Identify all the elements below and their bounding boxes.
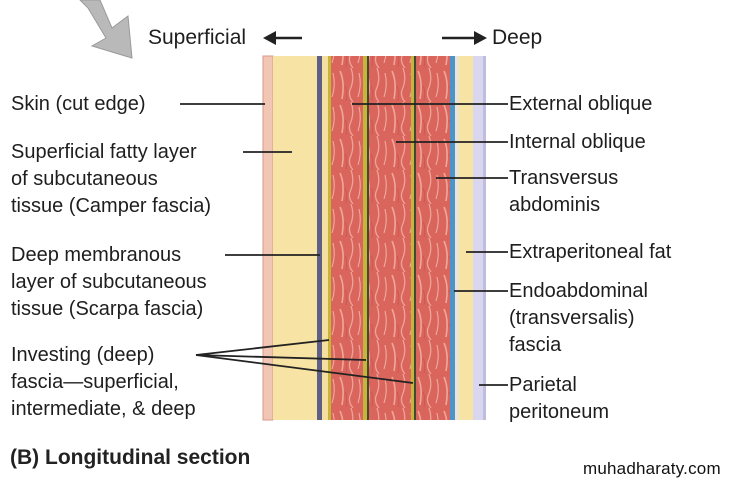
label-extraperitoneal-fat: Extraperitoneal fat [509, 241, 672, 263]
deep-label: Deep [492, 26, 543, 49]
parietal-peritoneum-layer [473, 56, 483, 420]
intermediate-investing-fascia [363, 56, 367, 420]
label-parietal-line1: Parietal [509, 374, 577, 396]
label-scarpa-line3: tissue (Scarpa fascia) [11, 298, 204, 320]
superficial-investing-fascia [328, 56, 331, 420]
label-endoabdominal-line1: Endoabdominal [509, 280, 648, 302]
label-endoabdominal-line2: (transversalis) [509, 307, 635, 329]
label-investing-line3: intermediate, & deep [11, 398, 196, 420]
label-camper-line1: Superficial fatty layer [11, 141, 197, 163]
deep-investing-fascia [411, 56, 414, 420]
label-internal-oblique: Internal oblique [509, 131, 646, 153]
peritoneum-edge [483, 56, 486, 420]
transversus-abdominis-muscle [416, 56, 450, 420]
deep-arrow-icon [442, 31, 487, 45]
intermediate-dark-line [367, 56, 369, 420]
label-scarpa-line1: Deep membranous [11, 244, 182, 266]
camper-fatty-layer [273, 56, 317, 420]
view-direction-arrow-icon [79, 0, 133, 59]
extraperitoneal-fat-layer [459, 56, 473, 420]
label-camper-line3: tissue (Camper fascia) [11, 195, 212, 217]
leader-investing-1 [195, 339, 330, 356]
figure-caption: (B) Longitudinal section [10, 446, 251, 469]
label-camper-line2: of subcutaneous [11, 168, 158, 190]
superficial-arrow-icon [263, 31, 302, 45]
watermark: muhadharaty.com [583, 459, 721, 478]
scarpa-membranous-layer [317, 56, 322, 420]
superficial-label: Superficial [148, 26, 247, 49]
transversalis-fascia [450, 56, 455, 420]
layer-stack [262, 55, 486, 421]
leader-investing-2 [195, 354, 367, 361]
label-transversus-line1: Transversus [509, 167, 619, 189]
label-parietal-line2: peritoneum [509, 401, 610, 423]
label-skin: Skin (cut edge) [11, 93, 146, 115]
deep-dark-line [414, 56, 416, 420]
internal-oblique-muscle [369, 56, 411, 420]
label-investing-line2: fascia—superficial, [11, 371, 179, 393]
label-external-oblique: External oblique [509, 93, 653, 115]
label-scarpa-line2: layer of subcutaneous [11, 271, 207, 293]
gap-strip [455, 56, 459, 420]
label-investing-line1: Investing (deep) [11, 344, 155, 366]
label-endoabdominal-line3: fascia [509, 334, 562, 356]
label-transversus-line2: abdominis [509, 194, 601, 216]
external-oblique-muscle [331, 56, 363, 420]
leader-investing-3 [195, 354, 414, 384]
fat-strip-2 [322, 56, 328, 420]
